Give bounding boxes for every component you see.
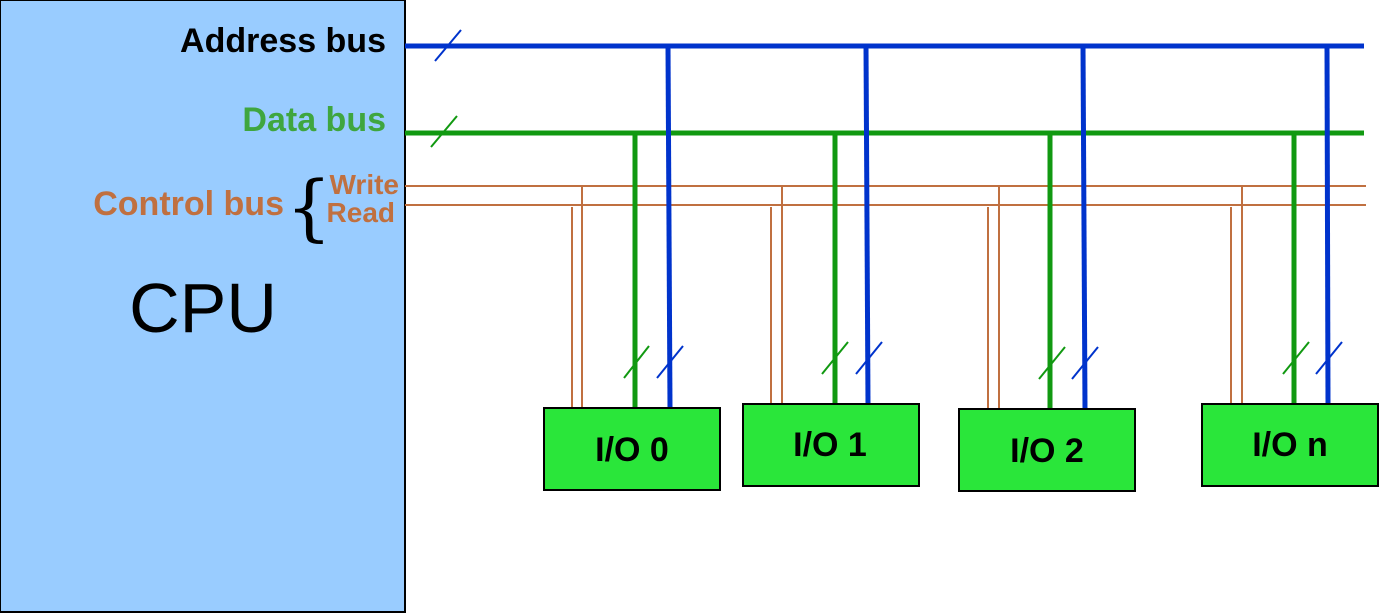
io-label-n: I/O n xyxy=(1252,426,1328,464)
io-box-0 xyxy=(543,407,721,491)
address-drop-1 xyxy=(863,45,871,405)
address-width-mark-2 xyxy=(1071,346,1099,380)
io-device-n: I/O n xyxy=(1201,45,1379,487)
data-width-mark-0 xyxy=(623,345,650,379)
io-device-2: I/O 2 xyxy=(958,45,1136,492)
io-box-n xyxy=(1201,403,1379,487)
data-width-mark-2 xyxy=(1038,346,1066,380)
control-bus-label: Control bus xyxy=(93,185,284,223)
io-label-2: I/O 2 xyxy=(1010,432,1084,470)
data-width-mark-n xyxy=(1282,341,1310,375)
io-label-0: I/O 0 xyxy=(595,431,669,469)
address-width-mark-n xyxy=(1315,341,1343,375)
read-line-label: Read xyxy=(327,197,395,228)
address-drop-n xyxy=(1324,45,1331,405)
address-bus-label: Address bus xyxy=(180,22,386,60)
io-box-1 xyxy=(742,403,920,487)
address-bus-width-mark xyxy=(434,29,462,62)
io-device-0: I/O 0 xyxy=(543,45,721,491)
io-device-1: I/O 1 xyxy=(742,45,920,487)
control-bus-brace: { xyxy=(286,165,332,249)
address-width-mark-0 xyxy=(656,345,684,379)
data-bus-label: Data bus xyxy=(242,101,386,139)
data-width-mark-1 xyxy=(821,341,849,375)
io-label-1: I/O 1 xyxy=(793,426,867,464)
cpu-label: CPU xyxy=(129,269,277,347)
io-box-2 xyxy=(958,408,1136,492)
address-drop-2 xyxy=(1080,45,1088,410)
data-bus-width-mark xyxy=(430,115,458,148)
address-drop-0 xyxy=(665,45,673,409)
cpu-block xyxy=(0,0,406,613)
address-width-mark-1 xyxy=(855,341,883,375)
write-line-label: Write xyxy=(330,169,400,200)
